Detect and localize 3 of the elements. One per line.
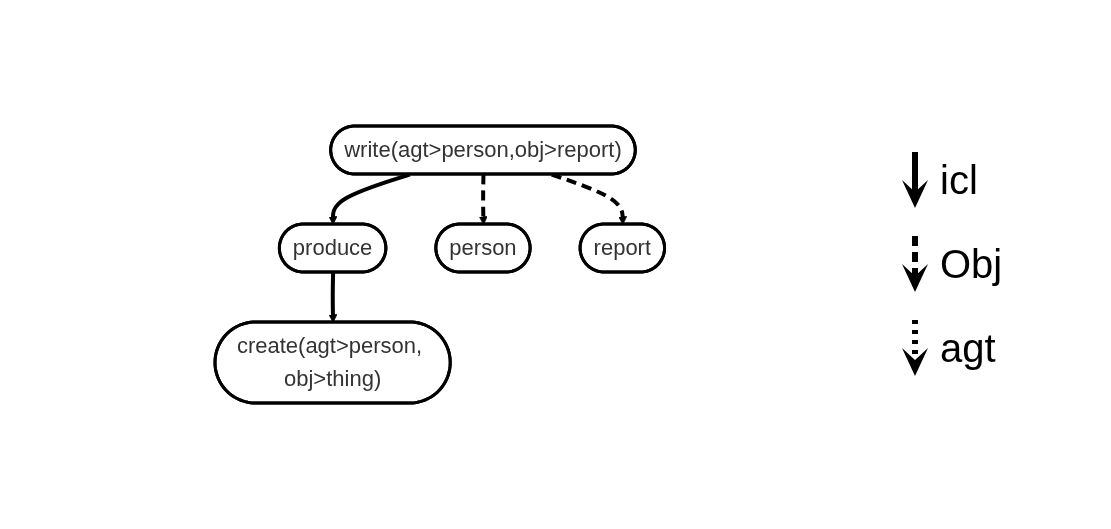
- legend-label: icl: [940, 157, 978, 203]
- legend-label: agt: [940, 325, 996, 371]
- legend-label: Obj: [940, 241, 1003, 287]
